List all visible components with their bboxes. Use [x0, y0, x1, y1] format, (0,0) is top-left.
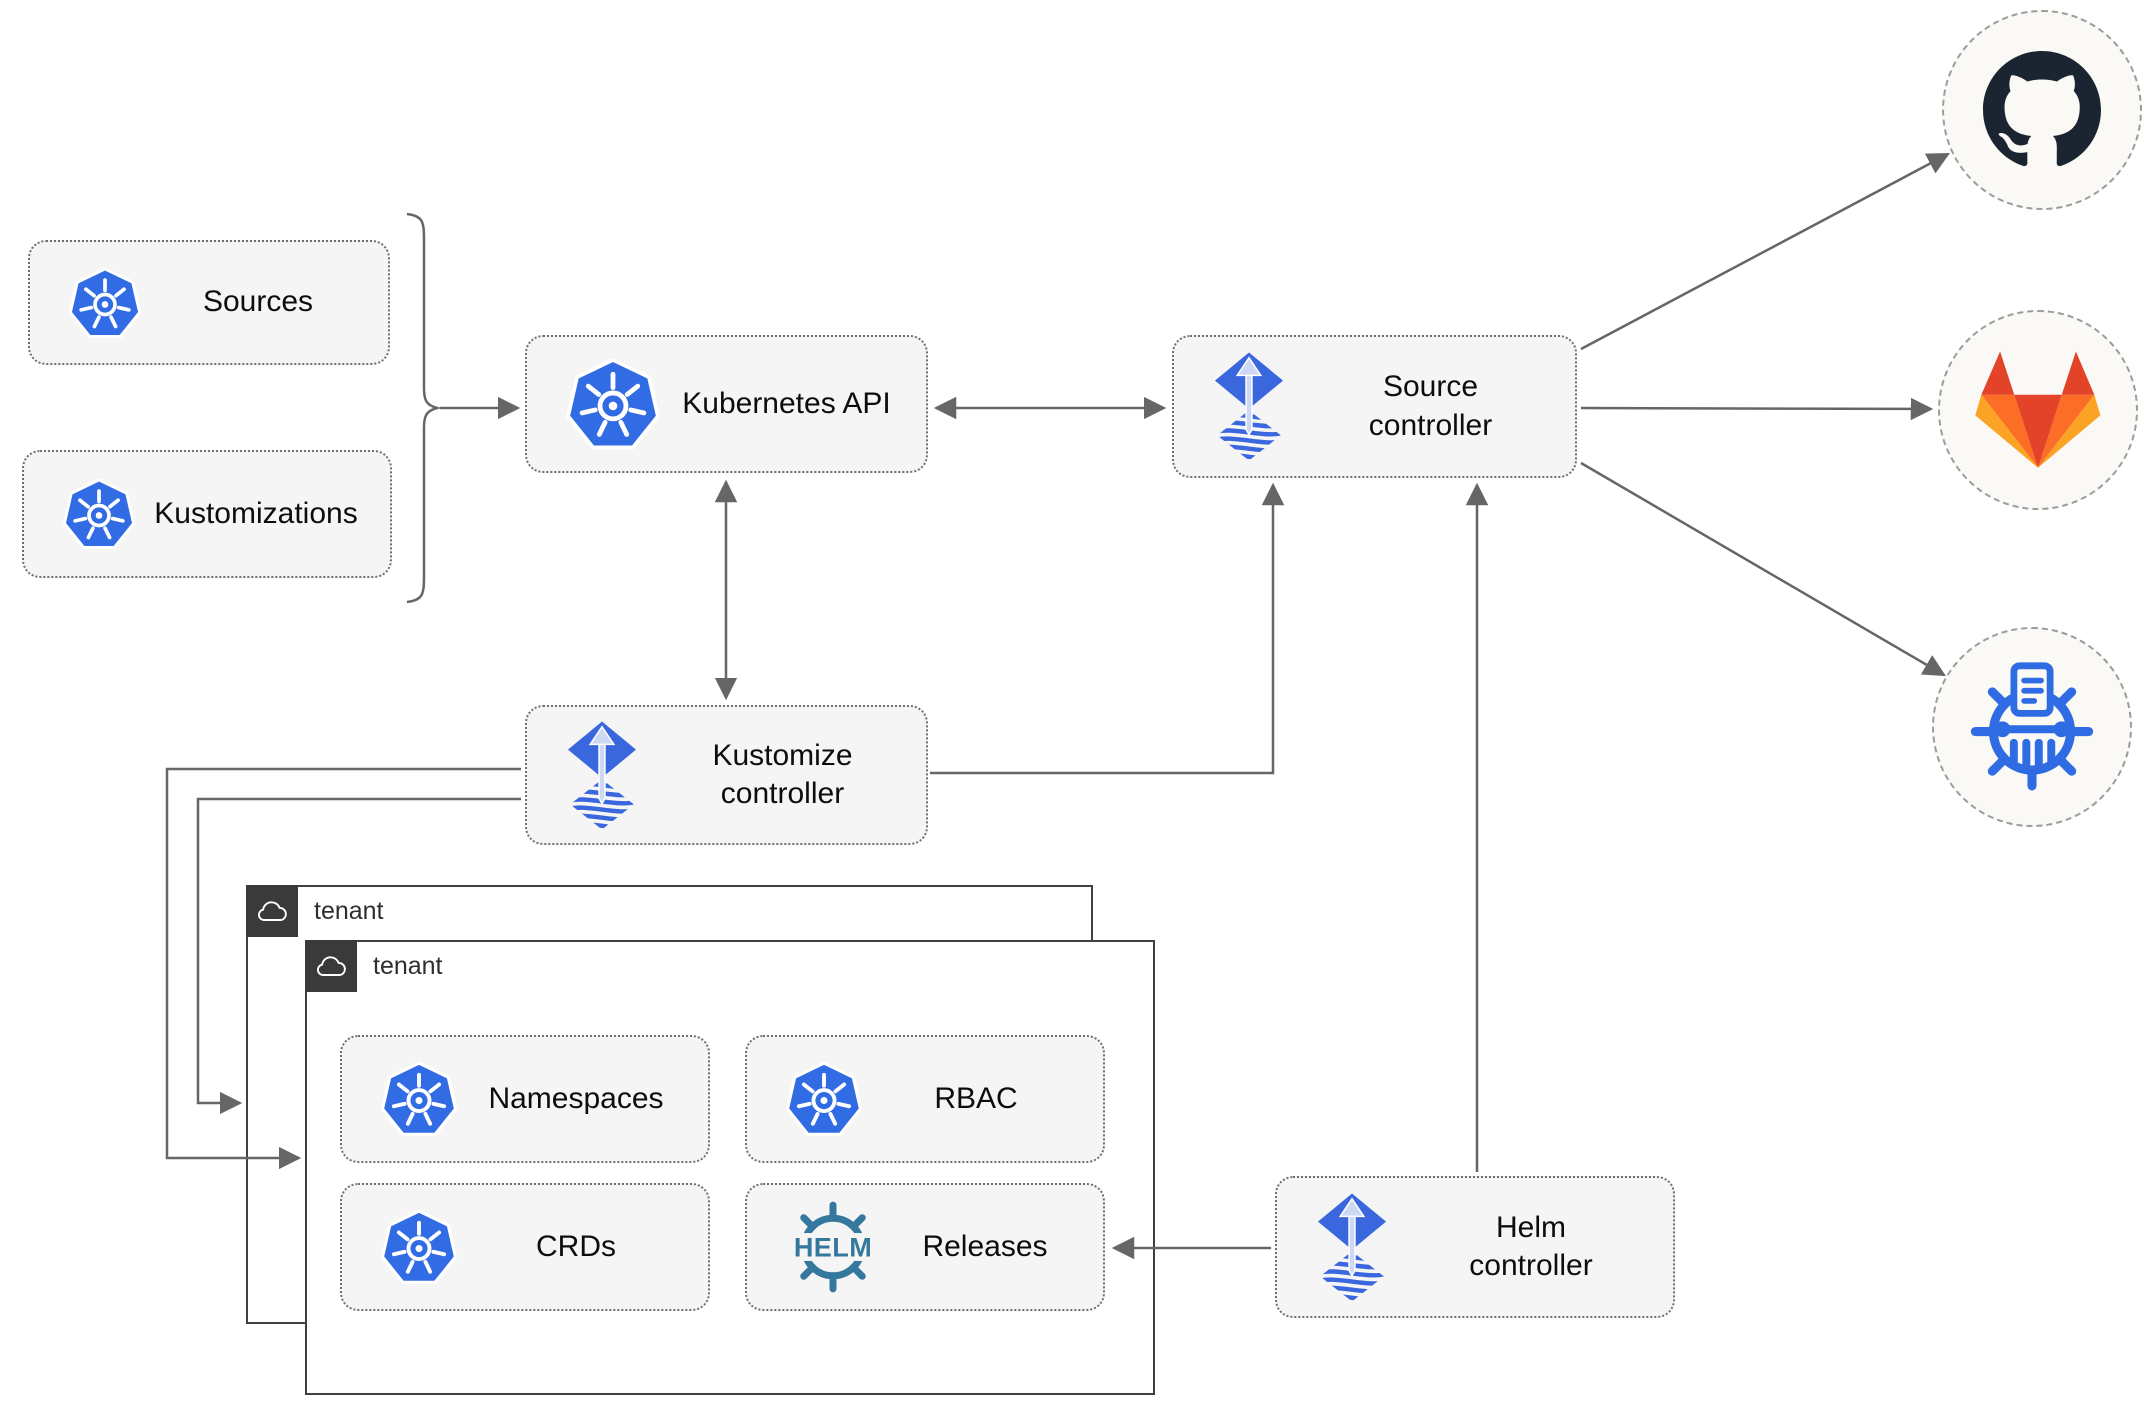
kustomize-controller-box: Kustomize controller [525, 705, 928, 845]
sources-label: Sources [202, 285, 314, 319]
namespaces-box: Namespaces [340, 1035, 710, 1163]
cloud-icon [255, 899, 289, 924]
edge-kustomize-source [930, 482, 1285, 775]
source-controller-box: Source controller [1172, 335, 1577, 478]
tenant-header [246, 885, 298, 937]
tenant-label: tenant [314, 896, 384, 925]
crd-group-bracket [406, 212, 442, 604]
rbac-label: RBAC [934, 1081, 1018, 1115]
namespaces-label: Namespaces [488, 1081, 664, 1115]
source-controller-label: Source controller [1368, 370, 1493, 442]
gitlab-circle [1938, 310, 2138, 510]
edge-source-chartmuseum [1580, 461, 1946, 677]
gitlab-icon [1974, 348, 2102, 472]
flux-icon [565, 720, 639, 831]
kustomizations-box: Kustomizations [22, 450, 392, 578]
kubernetes-api-label: Kubernetes API [682, 386, 891, 420]
flux-icon [1315, 1192, 1389, 1303]
sources-box: Sources [28, 240, 390, 365]
rbac-box: RBAC [745, 1035, 1105, 1163]
github-circle [1942, 10, 2142, 210]
tenant-header [305, 940, 357, 992]
kubernetes-icon [380, 1208, 458, 1286]
helm-controller-label: Helm controller [1469, 1210, 1593, 1282]
tenant-box-inner: tenant [305, 940, 1155, 1395]
kubernetes-icon [68, 266, 142, 340]
tenant-label: tenant [373, 951, 443, 980]
releases-box: HELM Releases [745, 1183, 1105, 1311]
flux-icon [1212, 351, 1286, 462]
kubernetes-icon [380, 1060, 458, 1138]
edge-source-github [1580, 152, 1950, 351]
chartmuseum-circle [1932, 627, 2132, 827]
helm-icon: HELM [785, 1199, 881, 1295]
kubernetes-api-box: Kubernetes API [525, 335, 928, 473]
cloud-icon [314, 954, 348, 979]
edge-source-gitlab [1580, 397, 1934, 421]
chartmuseum-icon [1964, 659, 2100, 795]
releases-label: Releases [922, 1229, 1048, 1263]
github-icon [1983, 51, 2101, 169]
kustomizations-label: Kustomizations [154, 496, 358, 530]
kubernetes-icon [565, 356, 661, 452]
crds-box: CRDs [340, 1183, 710, 1311]
helm-logo-text: HELM [794, 1233, 872, 1263]
kubernetes-icon [62, 477, 136, 551]
kubernetes-icon [785, 1060, 863, 1138]
crds-label: CRDs [536, 1229, 616, 1263]
helm-controller-box: Helm controller [1275, 1176, 1675, 1318]
kustomize-controller-label: Kustomize controller [712, 738, 853, 810]
